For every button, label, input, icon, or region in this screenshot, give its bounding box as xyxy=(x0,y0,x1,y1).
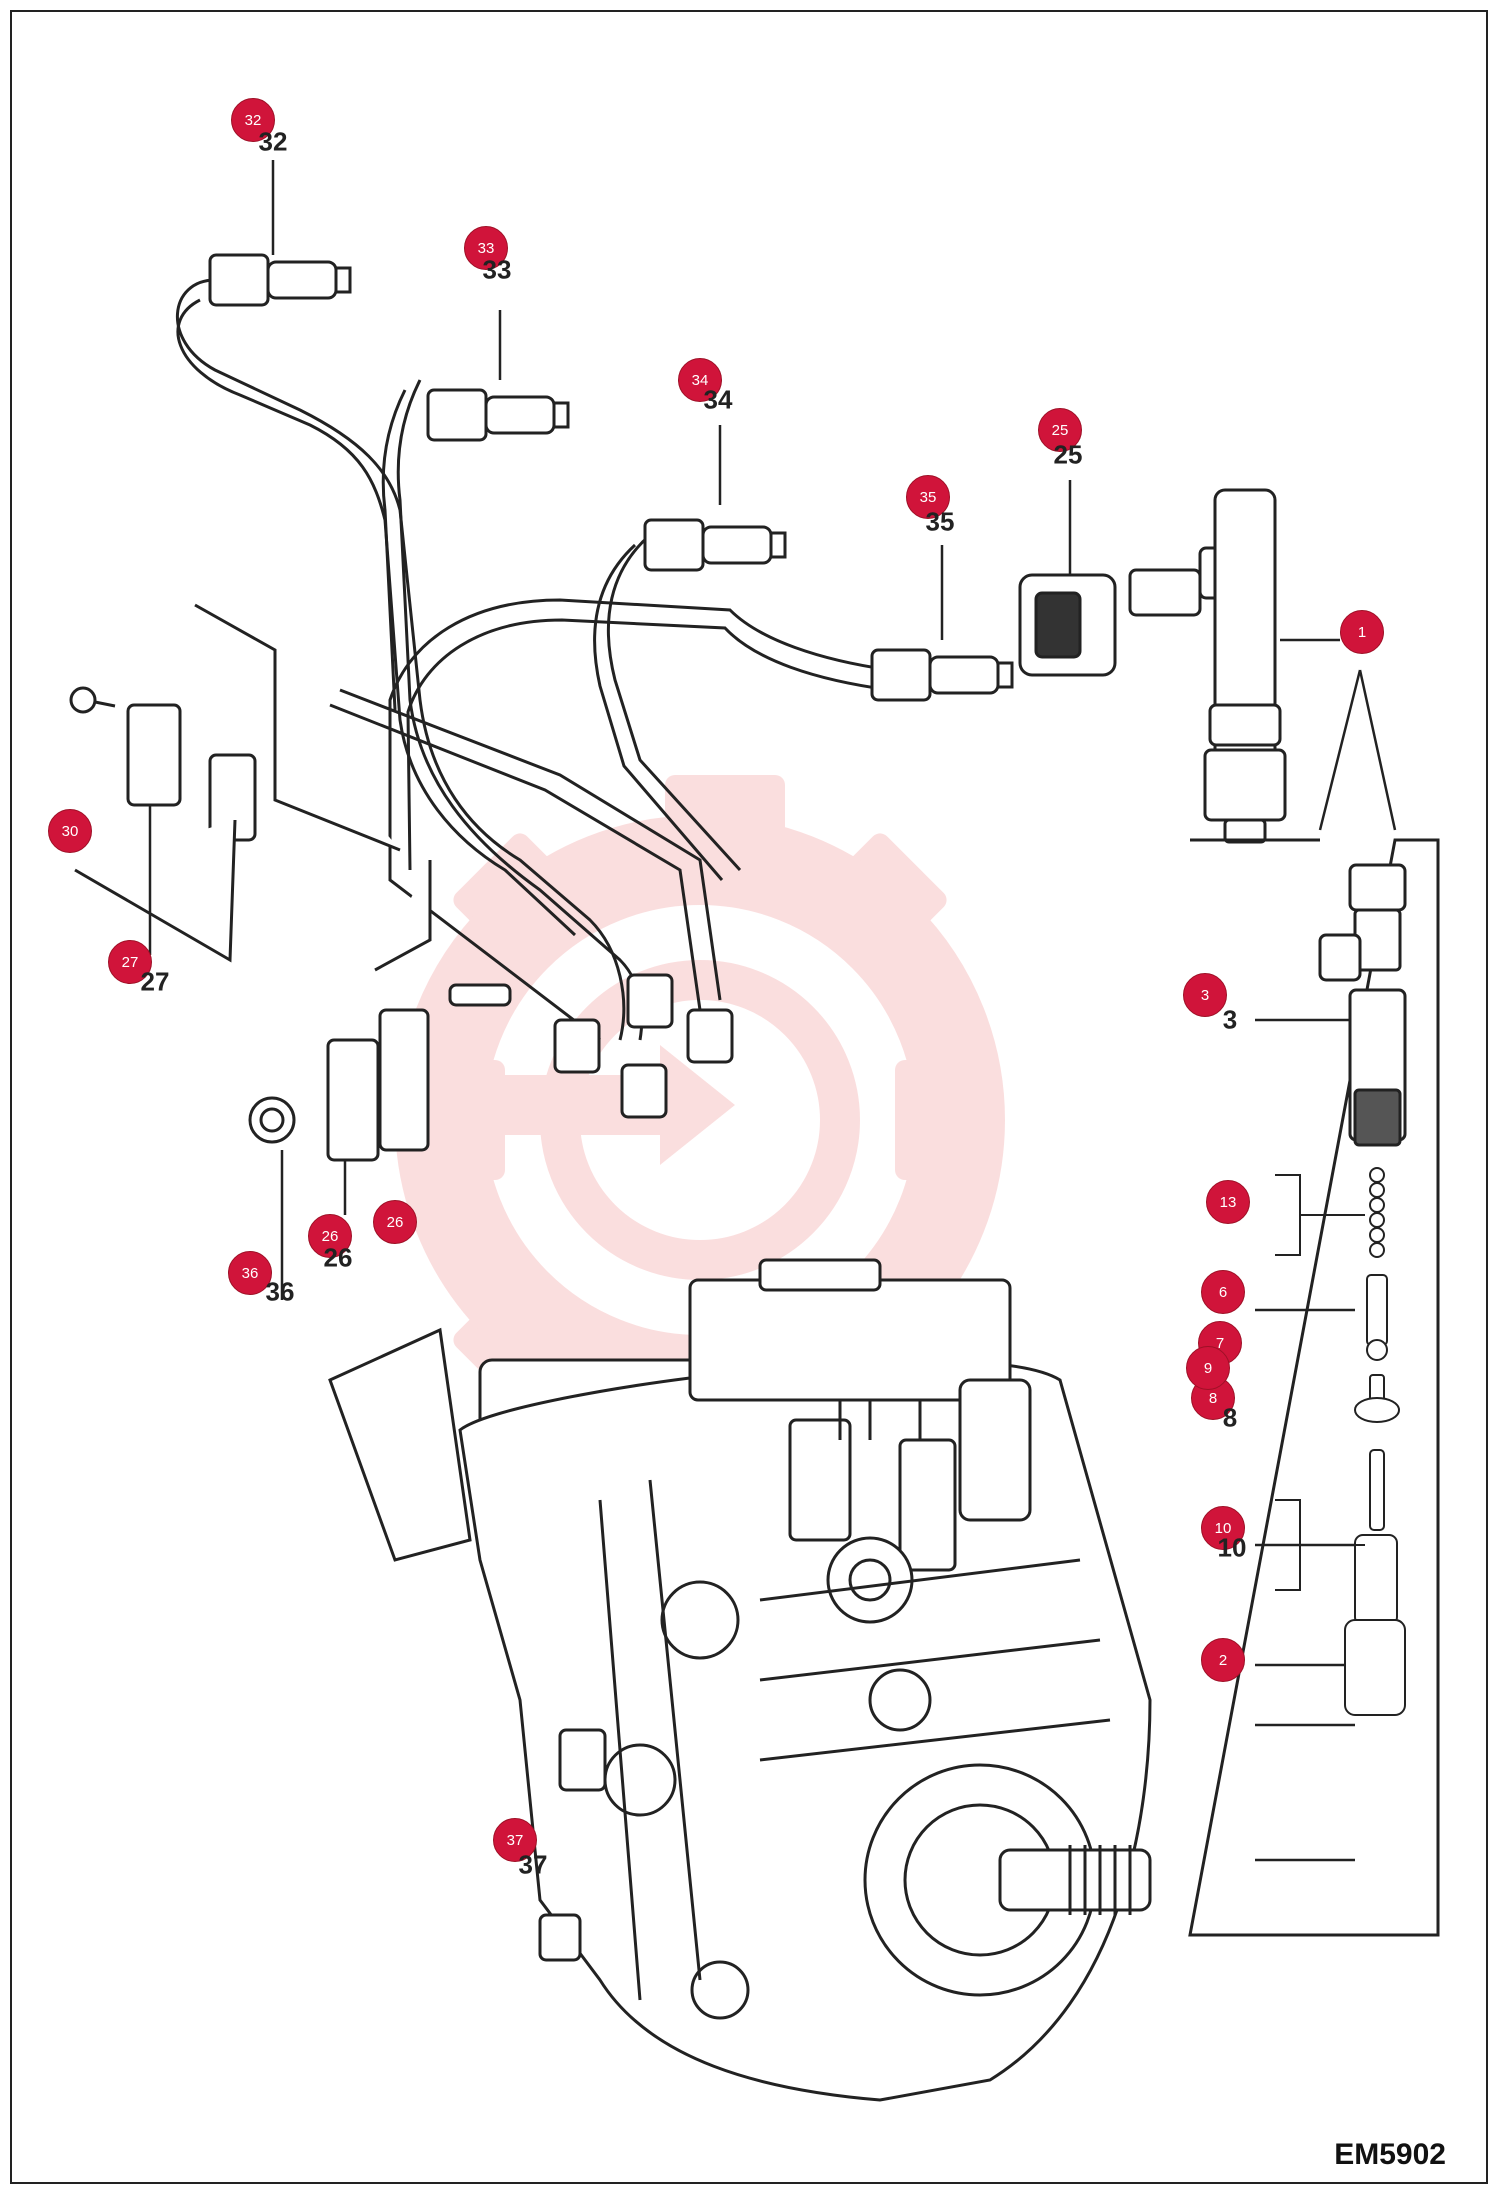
callout-badge-1[interactable]: 1 xyxy=(1340,610,1384,654)
part-label-3: 3 xyxy=(1222,1004,1238,1035)
part-label-26: 26 xyxy=(323,1242,353,1273)
callout-badge-25[interactable]: 25 xyxy=(1038,408,1082,452)
nozzle-inset xyxy=(1188,838,1440,1937)
injector-upper xyxy=(1018,488,1287,844)
callout-badge-35[interactable]: 35 xyxy=(906,475,950,519)
part-label-8: 8 xyxy=(1222,1402,1238,1433)
callout-badge-36[interactable]: 36 xyxy=(228,1251,272,1295)
callout-badge-9[interactable]: 9 xyxy=(1186,1346,1230,1390)
part-label-36: 36 xyxy=(265,1276,295,1307)
pipe-clamps xyxy=(69,603,512,1162)
callout-badge-30[interactable]: 30 xyxy=(48,809,92,853)
callout-badge-10[interactable]: 10 xyxy=(1201,1506,1245,1550)
diagram-frame xyxy=(10,10,1488,2184)
drawing-code: EM5902 xyxy=(1334,2138,1446,2171)
callout-badge-13[interactable]: 13 xyxy=(1206,1180,1250,1224)
lower-pipe-nuts xyxy=(553,973,734,1119)
part-label-35: 35 xyxy=(925,506,955,537)
part-label-27: 27 xyxy=(140,966,170,997)
callout-badge-37[interactable]: 37 xyxy=(493,1818,537,1862)
part-label-10: 10 xyxy=(1217,1532,1247,1563)
callout-badge-6[interactable]: 6 xyxy=(1201,1270,1245,1314)
callout-badge-32[interactable]: 32 xyxy=(231,98,275,142)
part-label-37: 37 xyxy=(518,1849,548,1880)
pipe-nuts xyxy=(208,253,1014,702)
callout-badge-2[interactable]: 2 xyxy=(1201,1638,1245,1682)
injection-pump-body xyxy=(328,1258,1152,2102)
callout-badge-33[interactable]: 33 xyxy=(464,226,508,270)
part-label-32: 32 xyxy=(258,126,288,157)
callout-badge-26-left[interactable]: 26 xyxy=(308,1214,352,1258)
callout-badge-34[interactable]: 34 xyxy=(678,358,722,402)
part-label-34: 34 xyxy=(703,384,733,415)
part-label-33: 33 xyxy=(482,254,512,285)
callout-badge-3[interactable]: 3 xyxy=(1183,973,1227,1017)
part-label-25: 25 xyxy=(1053,439,1083,470)
callout-badge-27[interactable]: 27 xyxy=(108,940,152,984)
callout-badge-26-right[interactable]: 26 xyxy=(373,1200,417,1244)
